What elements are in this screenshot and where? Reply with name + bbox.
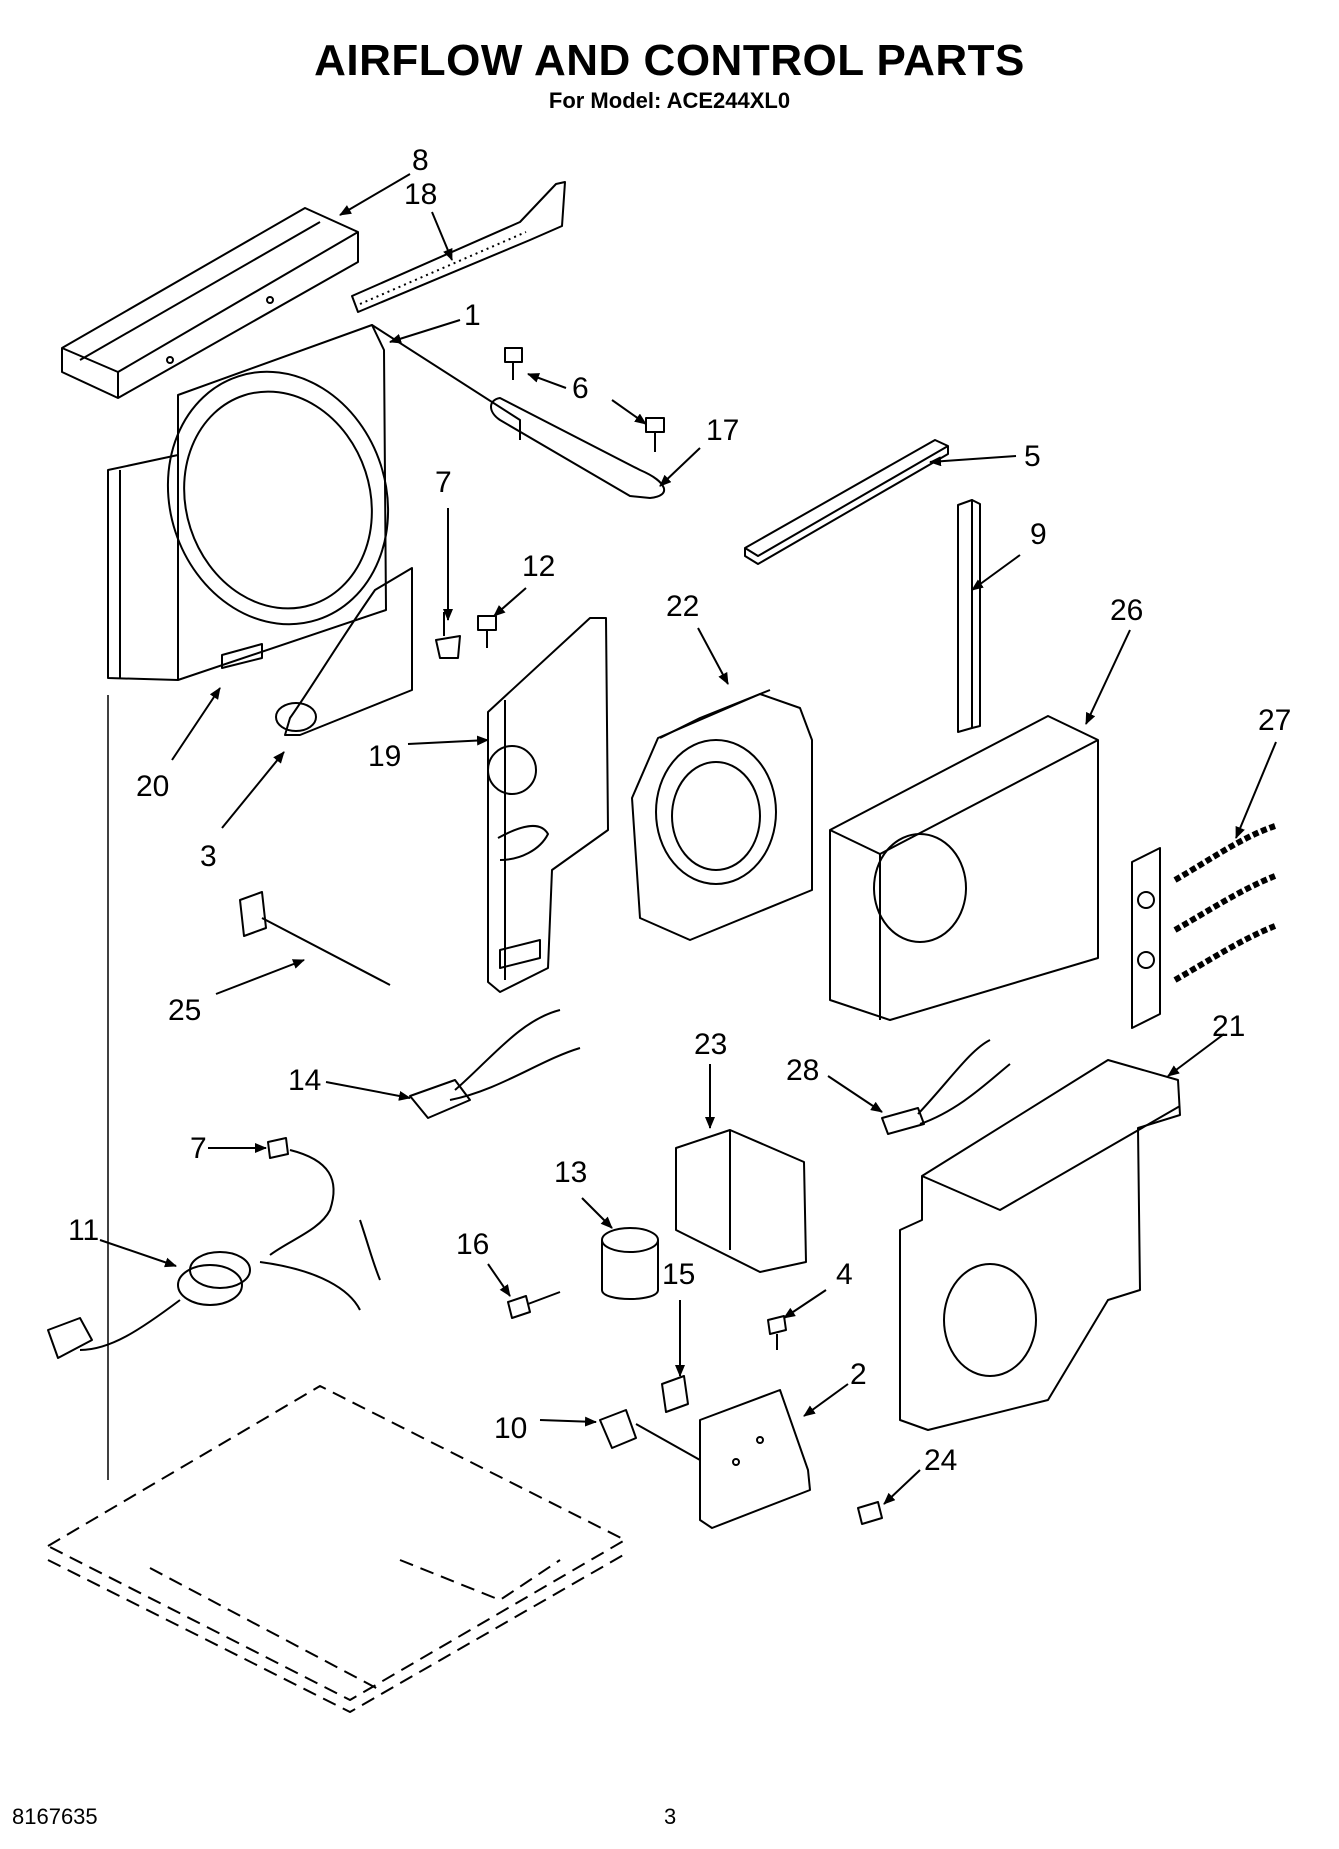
part-13-capacitor <box>601 1227 659 1300</box>
model-subtitle: For Model: ACE244XL0 <box>548 88 791 113</box>
callout-1: 1 <box>464 299 481 332</box>
callout-13: 13 <box>554 1156 587 1189</box>
callout-15: 15 <box>662 1258 695 1291</box>
part-7-screw-lower <box>267 1137 289 1159</box>
callout-26: 26 <box>1110 594 1143 627</box>
callout-18: 18 <box>404 178 437 211</box>
callout-19: 19 <box>368 740 401 773</box>
part-3-air-deflector <box>275 567 413 736</box>
page-title: AIRFLOW AND CONTROL PARTS <box>314 36 1025 85</box>
callout-25: 25 <box>168 994 201 1027</box>
callout-9: 9 <box>1030 518 1047 551</box>
part-15-selector-switch <box>661 1375 689 1413</box>
part-9-foam-post <box>957 499 981 733</box>
callout-14: 14 <box>288 1064 321 1097</box>
part-23-control-bracket <box>675 1129 807 1273</box>
base-pan-reference <box>47 1385 626 1713</box>
part-22-blower-scroll <box>631 689 813 941</box>
callout-10: 10 <box>494 1412 527 1445</box>
part-27-heater-element <box>1131 823 1277 1029</box>
part-17-brace <box>490 397 666 499</box>
part-11-power-cord <box>47 1149 381 1359</box>
callout-21: 21 <box>1212 1010 1245 1043</box>
part-10-knob-shaft <box>599 1409 701 1461</box>
callout-labels: 8 18 1 6 17 5 7 9 12 22 26 27 19 20 3 25… <box>68 144 1291 1477</box>
callout-5: 5 <box>1024 440 1041 473</box>
part-2-control-plate <box>699 1389 811 1529</box>
part-19-motor-mount <box>487 617 609 993</box>
callout-28: 28 <box>786 1054 819 1087</box>
part-12-screw <box>477 615 497 648</box>
part-21-air-discharge-grille <box>899 1059 1181 1431</box>
callout-24: 24 <box>924 1444 957 1477</box>
page-number: 3 <box>664 1804 677 1829</box>
callout-8: 8 <box>412 144 429 177</box>
part-16-screw <box>507 1291 561 1319</box>
part-1-fan-shroud <box>107 324 521 681</box>
callout-27: 27 <box>1258 704 1291 737</box>
callout-6: 6 <box>572 372 589 405</box>
part-18-foam-gasket <box>351 181 566 313</box>
document-number: 8167635 <box>12 1804 98 1829</box>
part-8-top-cover <box>61 207 359 399</box>
part-26-partition <box>829 715 1099 1021</box>
part-4-screw <box>767 1315 787 1350</box>
callout-17: 17 <box>706 414 739 447</box>
callout-20: 20 <box>136 770 169 803</box>
callout-3: 3 <box>200 840 217 873</box>
callout-12: 12 <box>522 550 555 583</box>
callout-22: 22 <box>666 590 699 623</box>
part-28-wire-connector <box>881 1039 1011 1135</box>
callout-23: 23 <box>694 1028 727 1061</box>
part-24-screw <box>857 1501 883 1525</box>
part-6-screws <box>504 347 665 452</box>
part-14-wire-harness <box>409 1009 581 1119</box>
callout-7-upper: 7 <box>435 466 452 499</box>
part-5-seal-strip <box>744 439 949 565</box>
callout-7-lower: 7 <box>190 1132 207 1165</box>
callout-11: 11 <box>68 1214 99 1247</box>
part-20-bracket <box>221 643 263 669</box>
callout-16: 16 <box>456 1228 489 1261</box>
part-25-thermostat <box>239 891 391 986</box>
callout-4: 4 <box>836 1258 853 1291</box>
callout-2: 2 <box>850 1358 867 1391</box>
